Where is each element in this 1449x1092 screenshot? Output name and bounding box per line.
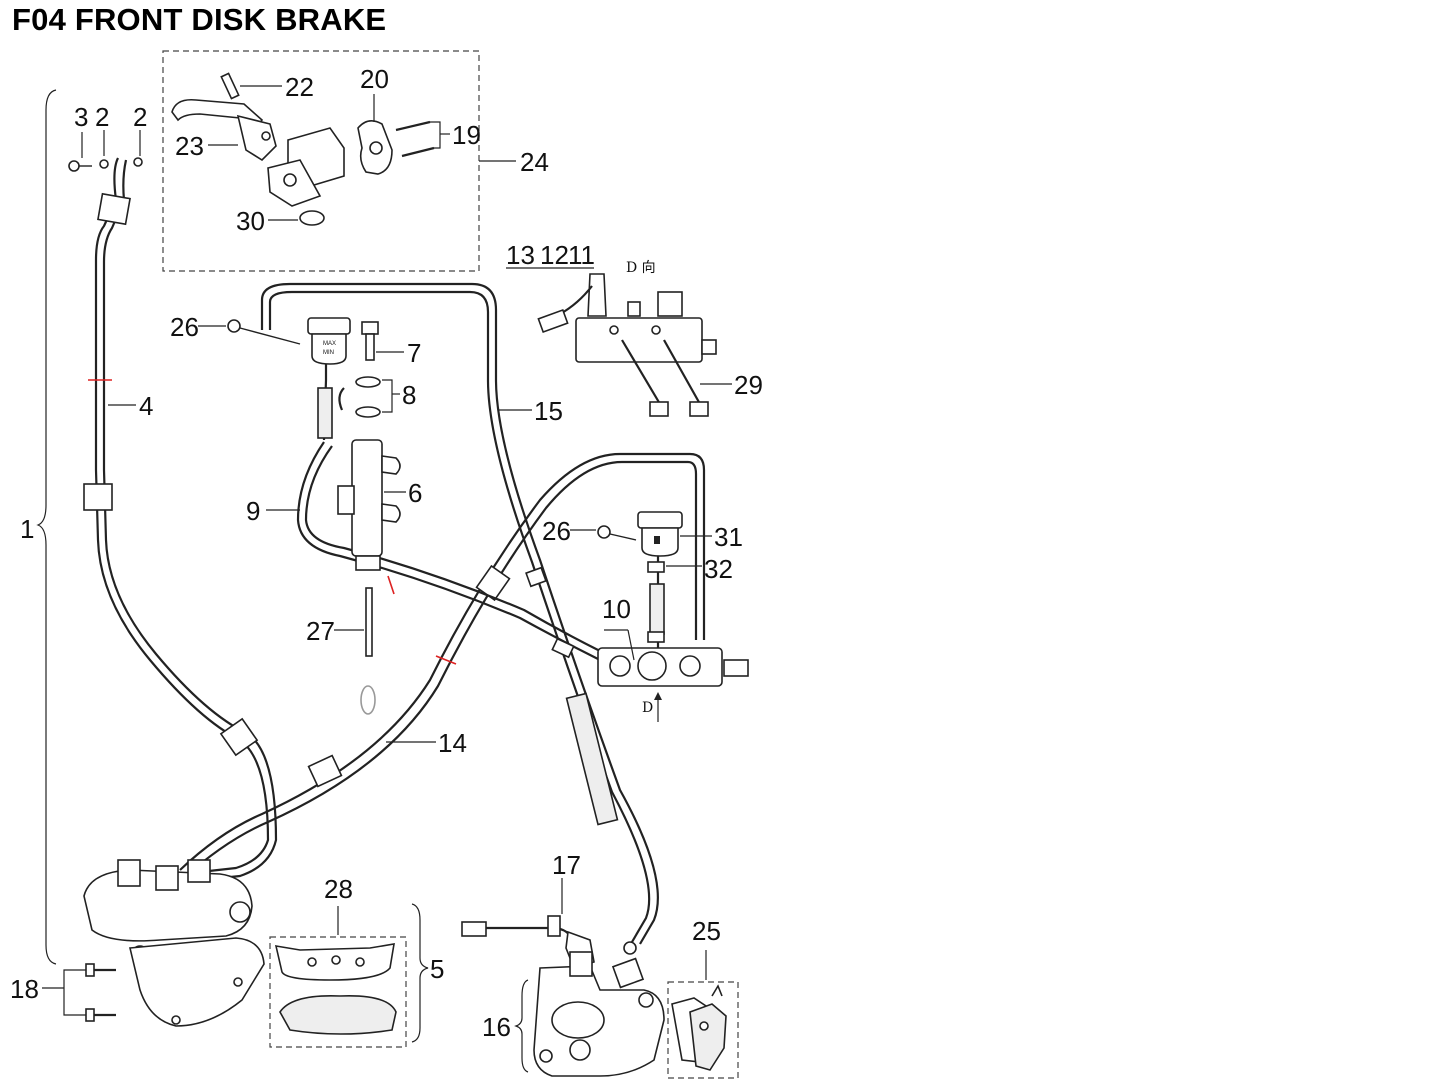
callout-25: 25 <box>692 916 721 946</box>
rear-master-cylinder-6 <box>337 439 401 571</box>
callout-26a: 26 <box>170 312 199 342</box>
washers-8 <box>338 376 381 418</box>
direction-mark: D 向 <box>626 260 656 276</box>
pad-brace-5 <box>411 903 429 1043</box>
detail-block-view <box>537 273 717 417</box>
caliper-bolts-18 <box>85 963 116 1022</box>
lever-pin <box>220 72 240 100</box>
callout-9: 9 <box>246 496 260 526</box>
master-cylinder-body <box>267 127 345 226</box>
callout-1: 1 <box>20 514 34 544</box>
brake-lever <box>171 98 277 162</box>
callout-2b: 2 <box>133 102 147 132</box>
caliper-brace-16 <box>514 979 529 1073</box>
clamp-bolts <box>395 120 435 158</box>
reservoir-min-mark: MIN <box>323 350 334 356</box>
callout-17: 17 <box>552 850 581 880</box>
page-title: F04 FRONT DISK BRAKE <box>12 2 387 37</box>
callout-12: 12 <box>540 240 569 270</box>
callout-20: 20 <box>360 64 389 94</box>
callout-27: 27 <box>306 616 335 646</box>
callout-29: 29 <box>734 370 763 400</box>
callout-5: 5 <box>430 954 444 984</box>
right-caliper-16 <box>533 941 665 1077</box>
callout-26b: 26 <box>542 516 571 546</box>
callout-16: 16 <box>482 1012 511 1042</box>
brake-hose-14 <box>179 452 706 879</box>
reservoir-max-mark: MAX <box>323 341 336 347</box>
callout-11: 11 <box>568 240 595 270</box>
pad-box-28 <box>269 936 407 1048</box>
callout-2a: 2 <box>95 102 109 132</box>
callout-28: 28 <box>324 874 353 904</box>
assembly-brace-1 <box>36 89 57 965</box>
distribution-block-10 <box>597 647 749 687</box>
callout-24: 24 <box>520 147 549 177</box>
handlebar-clamp <box>357 120 393 175</box>
banjo-bolt-set <box>68 157 143 172</box>
callout-8: 8 <box>402 380 416 410</box>
reservoir-screw-26 <box>227 319 301 345</box>
callout-31: 31 <box>714 522 743 552</box>
callout-6: 6 <box>408 478 422 508</box>
arrow-mark-d: D <box>642 700 653 716</box>
callout-22: 22 <box>285 72 314 102</box>
banjo-bolt-7 <box>361 321 379 361</box>
brake-hose-15 <box>260 282 659 945</box>
brake-pads-right <box>671 984 727 1071</box>
brake-hose-9 <box>296 441 603 661</box>
rear-reservoir: MAX MIN <box>307 317 351 441</box>
callout-14: 14 <box>438 728 467 758</box>
brake-pads-front-left <box>274 943 397 1035</box>
callout-19: 19 <box>452 120 481 150</box>
callout-30: 30 <box>236 206 265 236</box>
front-left-caliper <box>83 859 265 1027</box>
brake-hose-4 <box>83 157 278 882</box>
pad-box-25 <box>667 981 739 1079</box>
reservoir-screw-26b <box>597 525 637 541</box>
callout-15: 15 <box>534 396 563 426</box>
callout-7: 7 <box>407 338 421 368</box>
callout-18: 18 <box>10 974 39 1004</box>
callout-23: 23 <box>175 131 204 161</box>
callout-32: 32 <box>704 554 733 584</box>
callout-13: 13 <box>506 240 535 270</box>
push-rod-27 <box>360 587 376 715</box>
callout-3: 3 <box>74 102 88 132</box>
callout-4: 4 <box>139 391 153 421</box>
rear-reservoir-31 <box>637 511 683 648</box>
callout-10: 10 <box>602 594 631 624</box>
